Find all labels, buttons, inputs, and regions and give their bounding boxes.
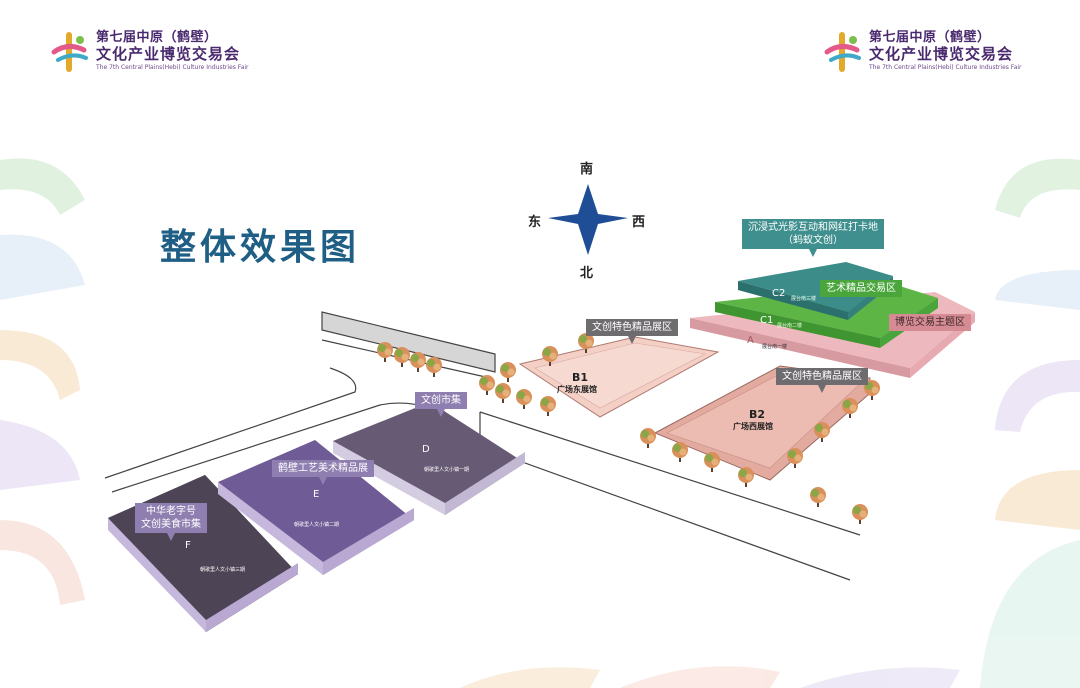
hall-d[interactable]: [333, 402, 525, 515]
fair-name-english: The 7th Central Plains(Hebi) Culture Ind…: [96, 64, 249, 71]
hall-b2-code: B2: [749, 408, 766, 421]
callout-f-line2: 文创美食市集: [141, 519, 201, 530]
fair-name-line2: 文化产业博览交易会: [869, 45, 1014, 63]
hall-a-sub: 展台南一楼: [762, 344, 788, 350]
hall-e-sub: 朝歌里人文小镇二期: [294, 522, 340, 528]
callout-pointer: [437, 409, 445, 417]
callout-e-text: 鹤壁工艺美术精品展: [278, 463, 368, 474]
left-decoration: [0, 158, 85, 605]
callout-d-text: 文创市集: [421, 395, 461, 406]
bottom-decoration: [460, 666, 960, 688]
right-decoration: [980, 158, 1080, 688]
hall-e[interactable]: [218, 440, 414, 575]
compass-west: 西: [632, 215, 646, 230]
callout-b1[interactable]: 文创特色精品展区: [586, 319, 678, 344]
hall-b1-code: B1: [572, 371, 589, 384]
tree-icon: [479, 375, 495, 395]
roads: [104, 311, 861, 581]
compass-north: 北: [580, 266, 594, 281]
tree-icon: [377, 342, 393, 362]
hall-f-sub: 朝歌里人文小镇三期: [200, 567, 246, 573]
tree-icon: [787, 448, 803, 468]
page-title: 整体效果图: [160, 227, 361, 268]
hall-e-code: E: [313, 489, 320, 500]
tree-icon: [704, 452, 720, 472]
hall-c1-sub: 展台南二楼: [777, 323, 803, 329]
hall-c2-code: C2: [772, 288, 786, 299]
fair-name-line2: 文化产业博览交易会: [96, 45, 241, 63]
fair-emblem-icon: [824, 32, 861, 72]
hall-d-sub: 朝歌里人文小镇一期: [424, 467, 470, 473]
tree-icon: [542, 346, 558, 366]
tree-icon: [394, 347, 410, 367]
tree-icon: [842, 398, 858, 418]
hall-b1[interactable]: [518, 336, 720, 418]
tree-icon: [640, 428, 656, 448]
callout-pointer: [628, 336, 636, 344]
tree-icon: [495, 383, 511, 403]
hall-d-code: D: [422, 444, 430, 455]
fair-emblem-icon: [51, 32, 88, 72]
compass-icon: [548, 184, 628, 255]
callout-b2-text: 文创特色精品展区: [782, 371, 862, 382]
fair-name-english: The 7th Central Plains(Hebi) Culture Ind…: [869, 64, 1022, 71]
trees: [377, 333, 880, 524]
hall-c2-sub: 展台南三楼: [791, 296, 817, 302]
tree-icon: [426, 357, 442, 377]
tree-icon: [410, 352, 426, 372]
callout-c2-line2: （蚂蚁文创）: [783, 235, 843, 246]
callout-c2[interactable]: 沉浸式光影互动和网红打卡地 （蚂蚁文创）: [742, 219, 884, 257]
tree-icon: [540, 396, 556, 416]
tree-icon: [810, 487, 826, 507]
hall-b1-name: 广场东展馆: [557, 385, 597, 394]
fair-name-line1: 第七届中原（鹤壁）: [96, 30, 218, 45]
callout-b2[interactable]: 文创特色精品展区: [776, 368, 868, 393]
tree-icon: [814, 422, 830, 442]
callout-f-line1: 中华老字号: [146, 506, 196, 517]
callout-a[interactable]: 博览交易主题区: [889, 314, 971, 331]
callout-c2-line1: 沉浸式光影互动和网红打卡地: [748, 222, 878, 233]
tree-icon: [500, 362, 516, 382]
hall-a-code: A: [747, 335, 754, 346]
tree-icon: [672, 442, 688, 462]
callout-d[interactable]: 文创市集: [415, 392, 467, 417]
compass-east: 东: [528, 215, 542, 230]
fair-name-line1: 第七届中原（鹤壁）: [869, 30, 991, 45]
callout-pointer: [319, 477, 327, 485]
tree-icon: [578, 333, 594, 353]
callout-pointer: [167, 533, 175, 541]
compass-south: 南: [580, 162, 594, 177]
hall-c1-code: C1: [760, 315, 774, 326]
tree-icon: [738, 467, 754, 487]
callout-f[interactable]: 中华老字号 文创美食市集: [135, 503, 207, 541]
callout-e[interactable]: 鹤壁工艺美术精品展: [272, 460, 374, 485]
callout-pointer: [818, 385, 826, 393]
callout-c1[interactable]: 艺术精品交易区: [820, 280, 902, 297]
hall-f-code: F: [185, 540, 191, 551]
callout-b1-text: 文创特色精品展区: [592, 322, 672, 333]
hall-b2-name: 广场西展馆: [733, 422, 773, 431]
tree-icon: [852, 504, 868, 524]
callout-pointer: [809, 249, 817, 257]
tree-icon: [516, 389, 532, 409]
